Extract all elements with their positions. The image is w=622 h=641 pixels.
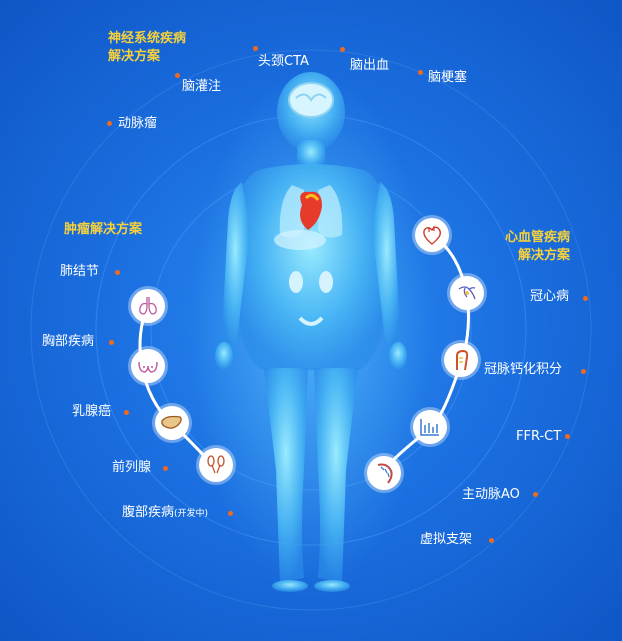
cardio-heading-line2: 解决方案 [518, 248, 571, 263]
neuro-heading-line1: 神经系统疾病 [108, 31, 187, 46]
stent-icon[interactable] [367, 456, 401, 490]
lungs-icon[interactable] [131, 289, 165, 323]
cardio-item-stent[interactable]: 虚拟支架 [420, 532, 473, 547]
neuro-heading-line2: 解决方案 [108, 49, 161, 64]
tumor-dot-5 [228, 511, 233, 516]
cardio-item-aorta[interactable]: 主动脉AO [462, 487, 520, 502]
tumor-item-lung-nodule[interactable]: 肺结节 [60, 264, 100, 279]
tumor-item-breast-cancer[interactable]: 乳腺癌 [72, 404, 112, 419]
tumor-item-dev-note: (开发中) [174, 509, 209, 519]
cardio-item-calcium[interactable]: 冠脉钙化积分 [484, 362, 563, 377]
cardio-heading-line1: 心血管疾病 [505, 230, 571, 245]
neuro-heading: 神经系统疾病 解决方案 [108, 30, 186, 66]
cardio-item-ffr[interactable]: FFR-CT [516, 429, 562, 444]
liver-icon[interactable] [155, 406, 189, 440]
tumor-item-prostate[interactable]: 前列腺 [112, 460, 152, 475]
neuro-item-aneurysm[interactable]: 动脉瘤 [118, 116, 158, 131]
tumor-dot-4 [163, 466, 168, 471]
neuro-dot-4 [175, 73, 180, 78]
neuro-dot-5 [107, 121, 112, 126]
kidney-icon[interactable] [199, 448, 233, 482]
cardio-dot-3 [565, 434, 570, 439]
neuro-item-cta[interactable]: 头颈CTA [258, 54, 309, 69]
cardio-dot-4 [533, 492, 538, 497]
tumor-dot-1 [115, 270, 120, 275]
brain-organ [288, 82, 334, 118]
cardio-dot-2 [581, 369, 586, 374]
neuro-item-infarction[interactable]: 脑梗塞 [428, 70, 468, 85]
lungs-organ [279, 185, 343, 238]
ffr-chart-icon[interactable] [413, 410, 447, 444]
heart-icon[interactable] [415, 218, 449, 252]
coronary-icon[interactable] [450, 276, 484, 310]
neuro-item-perfusion[interactable]: 脑灌注 [182, 79, 222, 94]
cardio-item-chd[interactable]: 冠心病 [530, 289, 570, 304]
kidneys-organ [289, 271, 333, 293]
tumor-dot-3 [124, 410, 129, 415]
tumor-item-abdomen-label: 腹部疾病 [122, 505, 175, 520]
cardio-dot-5 [489, 538, 494, 543]
tumor-item-abdomen[interactable]: 腹部疾病(开发中) [122, 505, 208, 522]
tumor-heading: 肿瘤解决方案 [64, 222, 143, 237]
cardio-heading: 心血管疾病 解决方案 [504, 229, 570, 265]
liver-organ [274, 230, 326, 250]
neuro-item-hemorrhage[interactable]: 脑出血 [350, 58, 390, 73]
heart-organ [300, 191, 322, 230]
human-body-figure [215, 72, 407, 592]
neuro-dot-1 [253, 46, 258, 51]
calcium-icon[interactable] [444, 343, 478, 377]
bladder-organ [298, 316, 324, 326]
neuro-dot-3 [418, 70, 423, 75]
neuro-dot-2 [340, 47, 345, 52]
cardio-dot-1 [583, 296, 588, 301]
tumor-item-chest[interactable]: 胸部疾病 [42, 334, 95, 349]
breast-icon[interactable] [131, 349, 165, 383]
tumor-dot-2 [109, 340, 114, 345]
